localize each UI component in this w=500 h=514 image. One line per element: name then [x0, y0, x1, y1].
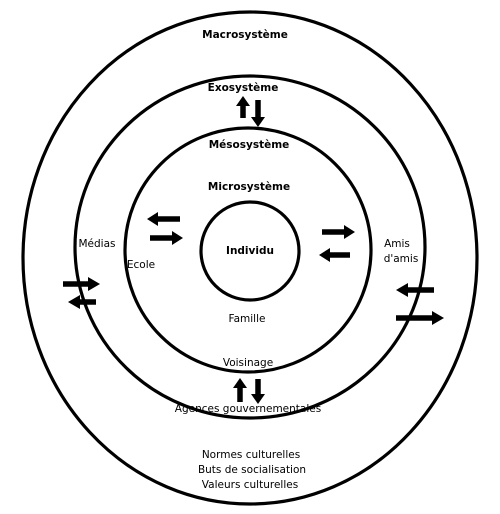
family-label: Famille	[229, 313, 266, 325]
friends-of-friends-label-line1: Amis	[384, 238, 410, 250]
microsystem-label: Microsystème	[208, 181, 290, 193]
arrow-right-head	[172, 231, 183, 245]
arrow-pair-left-outer	[63, 277, 100, 309]
mesosystem-ring	[123, 126, 373, 374]
arrow-left-head	[147, 212, 158, 226]
arrow-pair-top	[236, 96, 265, 127]
exosystem-label: Exosystème	[208, 82, 279, 94]
exosystem-ring	[73, 74, 427, 420]
arrow-pair-left-inner	[147, 212, 183, 245]
arrow-left-head	[396, 283, 408, 297]
neighborhood-label: Voisinage	[223, 357, 273, 369]
arrow-pair-right-outer	[396, 283, 444, 325]
macrosystem-label: Macrosystème	[202, 29, 288, 41]
individual-label: Individu	[226, 245, 274, 257]
arrow-pair-right-inner	[319, 225, 355, 262]
mesosystem-label: Mésosystème	[209, 139, 290, 151]
macrosystem-ring	[21, 10, 479, 506]
arrow-up-head	[233, 378, 247, 388]
arrow-down-head	[251, 394, 265, 404]
microsystem-ring	[199, 200, 301, 302]
arrow-right-head	[344, 225, 355, 239]
arrow-right-head	[88, 277, 100, 291]
arrow-pair-bottom	[233, 378, 265, 404]
arrow-down-head	[251, 117, 265, 127]
cultural-norms-label: Normes culturelles	[202, 449, 300, 461]
socialization-goals-label: Buts de socialisation	[198, 464, 306, 476]
arrow-right-head	[432, 311, 444, 325]
government-agencies-label: Agences gouvernementales	[175, 403, 321, 415]
friends-of-friends-label-line2: d'amis	[384, 253, 419, 265]
arrow-left-head	[319, 248, 330, 262]
arrow-up-head	[236, 96, 250, 106]
media-label: Médias	[78, 238, 115, 250]
cultural-values-label: Valeurs culturelles	[202, 479, 298, 491]
school-label: Ecole	[127, 259, 155, 271]
arrow-left-head	[68, 295, 80, 309]
